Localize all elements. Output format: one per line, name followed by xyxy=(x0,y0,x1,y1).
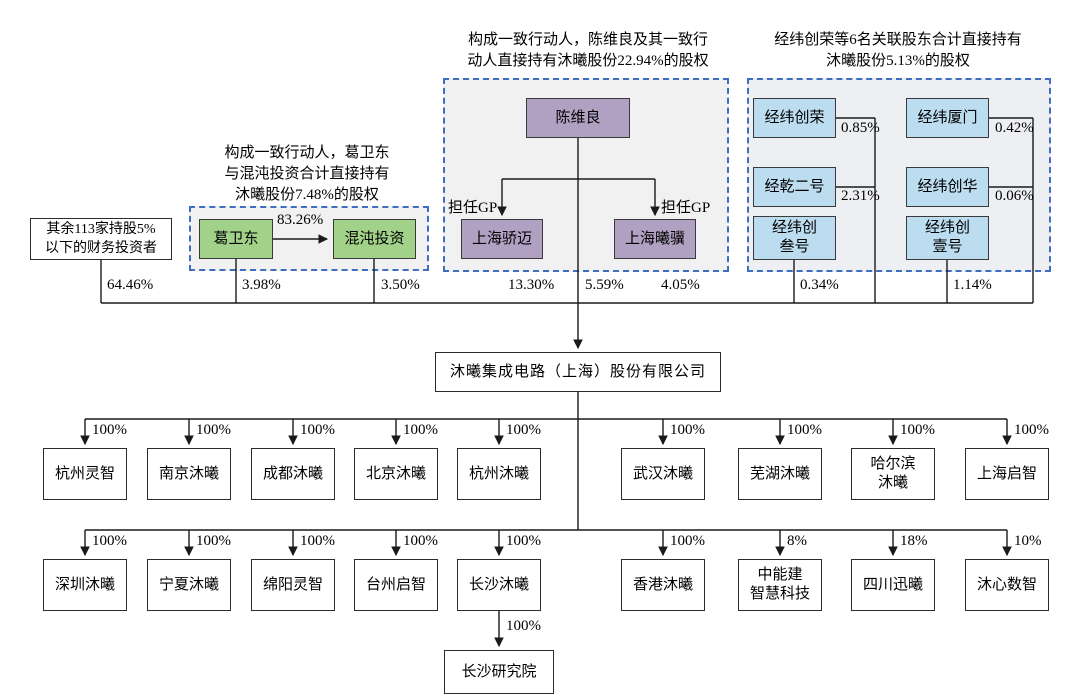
box-changsha-research: 长沙研究院 xyxy=(444,650,554,694)
box-ge-weidong: 葛卫东 xyxy=(199,219,273,259)
label-gp-right: 担任GP xyxy=(661,200,711,216)
pct-ge-to-hundun: 83.26% xyxy=(277,212,324,228)
pct-hundun: 3.50% xyxy=(381,277,420,293)
pct-sub-r2-1: 100% xyxy=(196,533,231,549)
box-other-investors: 其余113家持股5% 以下的财务投资者 xyxy=(30,218,172,260)
box-company-muxi: 沐曦集成电路（上海）股份有限公司 xyxy=(435,352,721,392)
box-sub-changsha-muxi: 长沙沐曦 xyxy=(457,559,541,611)
box-sub-wuhu-muxi: 芜湖沐曦 xyxy=(738,448,822,500)
box-sub-wuhan-muxi: 武汉沐曦 xyxy=(621,448,705,500)
box-sub-nanjing-muxi: 南京沐曦 xyxy=(147,448,231,500)
box-sub-mianyang-lingzhi: 绵阳灵智 xyxy=(251,559,335,611)
pct-sub-r1-1: 100% xyxy=(196,422,231,438)
box-shanghai-jiaomai: 上海骄迈 xyxy=(461,219,543,259)
pct-jiaomai: 13.30% xyxy=(508,277,555,293)
pct-sub-r1-6: 100% xyxy=(787,422,822,438)
pct-sub-r1-7: 100% xyxy=(900,422,935,438)
box-sub-beijing-muxi: 北京沐曦 xyxy=(354,448,438,500)
note-chen-concert-parties: 构成一致行动人，陈维良及其一致行 动人直接持有沐曦股份22.94%的股权 xyxy=(467,32,709,69)
box-jingwei-chuanghua: 经纬创华 xyxy=(906,167,989,207)
box-sub-muxin-shuzhi: 沐心数智 xyxy=(965,559,1049,611)
box-shanghai-xiji: 上海曦骥 xyxy=(614,219,696,259)
box-chen-weiliang: 陈维良 xyxy=(526,98,630,138)
pct-xiji: 4.05% xyxy=(661,277,700,293)
pct-sub-r2-3: 100% xyxy=(403,533,438,549)
box-sub-chengdu-muxi: 成都沐曦 xyxy=(251,448,335,500)
pct-sub-r2-8: 10% xyxy=(1014,533,1042,549)
box-sub-taizhou-qizhi: 台州启智 xyxy=(354,559,438,611)
pct-jingwei-chuanghua: 0.06% xyxy=(995,188,1034,204)
pct-sub-r2-7: 18% xyxy=(900,533,928,549)
pct-sub-r1-2: 100% xyxy=(300,422,335,438)
box-sub-xianggang-muxi: 香港沐曦 xyxy=(621,559,705,611)
pct-sub-r1-3: 100% xyxy=(403,422,438,438)
pct-jingwei-yihao: 1.14% xyxy=(953,277,992,293)
box-jingwei-chuang-sanhao: 经纬创 叁号 xyxy=(753,216,836,260)
note-ge-hundun: 构成一致行动人，葛卫东 与混沌投资合计直接持有 沐曦股份7.48%的股权 xyxy=(224,145,390,203)
box-sub-sichuan-xunxi: 四川迅曦 xyxy=(851,559,935,611)
box-hundun-investment: 混沌投资 xyxy=(333,219,416,259)
pct-sub-r2-4: 100% xyxy=(506,533,541,549)
box-jingwei-xiamen: 经纬厦门 xyxy=(906,98,989,138)
box-sub-ningxia-muxi: 宁夏沐曦 xyxy=(147,559,231,611)
box-sub-haerbin-muxi: 哈尔滨 沐曦 xyxy=(851,448,935,500)
note-jingwei-shareholders: 经纬创荣等6名关联股东合计直接持有 沐曦股份5.13%的股权 xyxy=(774,32,1022,69)
pct-sub-r2-5: 100% xyxy=(670,533,705,549)
pct-changsha-research: 100% xyxy=(506,618,541,634)
label-gp-left: 担任GP xyxy=(448,200,498,216)
box-sub-zhongnengjian-zhihui: 中能建 智慧科技 xyxy=(738,559,822,611)
box-sub-shanghai-qizhi: 上海启智 xyxy=(965,448,1049,500)
pct-jingwei-sanhao: 0.34% xyxy=(800,277,839,293)
box-jingqian-erhao: 经乾二号 xyxy=(753,167,836,207)
pct-other-investors: 64.46% xyxy=(107,277,154,293)
box-sub-hangzhou-muxi: 杭州沐曦 xyxy=(457,448,541,500)
pct-ge-weidong: 3.98% xyxy=(242,277,281,293)
pct-sub-r1-4: 100% xyxy=(506,422,541,438)
pct-sub-r2-0: 100% xyxy=(92,533,127,549)
pct-sub-r1-8: 100% xyxy=(1014,422,1049,438)
box-sub-hangzhou-lingzhi: 杭州灵智 xyxy=(43,448,127,500)
pct-chen-weiliang: 5.59% xyxy=(585,277,624,293)
pct-sub-r2-2: 100% xyxy=(300,533,335,549)
pct-sub-r1-0: 100% xyxy=(92,422,127,438)
pct-jingqian-erhao: 2.31% xyxy=(841,188,880,204)
box-jingwei-chuangrong: 经纬创荣 xyxy=(753,98,836,138)
box-jingwei-chuang-yihao: 经纬创 壹号 xyxy=(906,216,989,260)
pct-jingwei-chuangrong: 0.85% xyxy=(841,120,880,136)
pct-jingwei-xiamen: 0.42% xyxy=(995,120,1034,136)
box-sub-shenzhen-muxi: 深圳沐曦 xyxy=(43,559,127,611)
pct-sub-r2-6: 8% xyxy=(787,533,807,549)
pct-sub-r1-5: 100% xyxy=(670,422,705,438)
